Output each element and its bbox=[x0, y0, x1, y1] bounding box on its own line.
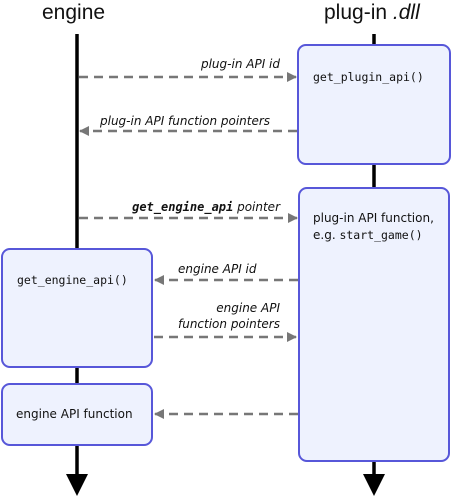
get-plugin-api-label: get_plugin_api() bbox=[313, 70, 424, 84]
get-engine-api-box: get_engine_api() bbox=[1, 248, 153, 368]
engine-api-function-pointers-label-line1: engine API bbox=[216, 301, 280, 315]
plugin-api-function-example: e.g. start_game() bbox=[313, 228, 423, 242]
plugin-api-function-label: plug-in API function, bbox=[313, 211, 434, 225]
engine-lifeline-arrowhead bbox=[66, 474, 88, 496]
plugin-header: plug-in .dll bbox=[324, 1, 421, 24]
engine-api-function-box: engine API function bbox=[1, 383, 153, 446]
engine-api-function-label: engine API function bbox=[16, 407, 133, 421]
plugin-api-id-label: plug-in API id bbox=[200, 57, 280, 71]
plugin-api-function-pointers-label: plug-in API function pointers bbox=[99, 114, 270, 128]
get-engine-api-label: get_engine_api() bbox=[17, 273, 128, 287]
engine-api-function-pointers-label-line2: function pointers bbox=[178, 317, 280, 331]
engine-api-id-label: engine API id bbox=[178, 262, 257, 276]
plugin-api-function-box: plug-in API function, e.g. start_game() bbox=[298, 187, 450, 462]
engine-header: engine bbox=[42, 1, 105, 24]
plugin-lifeline-arrowhead bbox=[363, 474, 385, 496]
get-engine-api-pointer-label: get_engine_api pointer bbox=[132, 200, 281, 215]
get-plugin-api-box: get_plugin_api() bbox=[297, 44, 451, 165]
